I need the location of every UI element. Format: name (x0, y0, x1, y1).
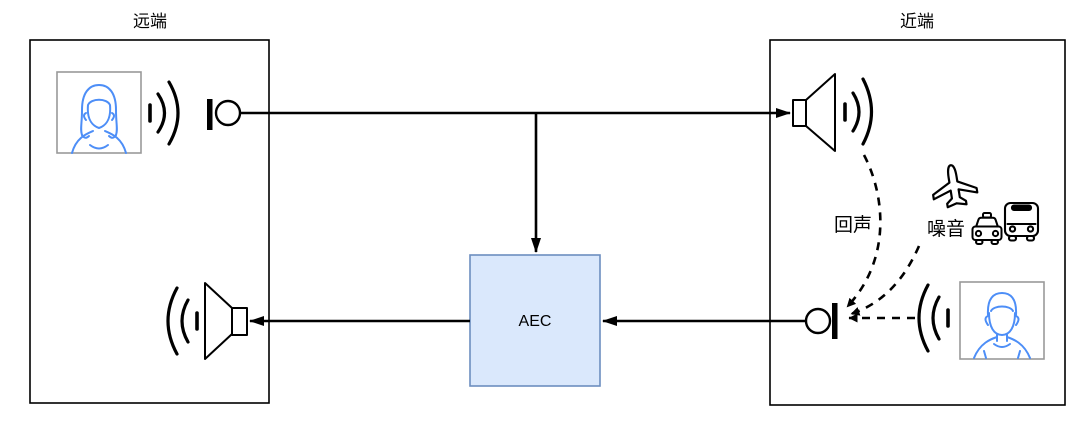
noise-label: 噪音 (927, 218, 965, 240)
far-end-microphone-icon (207, 99, 242, 130)
taxi-icon (971, 212, 1003, 245)
aec-label: AEC (519, 313, 552, 330)
far-end-speaker-icon (204, 282, 248, 360)
near-end-speaker-icon (792, 73, 836, 152)
bus-icon (1003, 201, 1040, 242)
aec-block (469, 254, 601, 387)
airplane-icon (932, 164, 979, 209)
near-person-sound-waves-icon (917, 283, 950, 353)
far-speaker-sound-waves-icon (166, 286, 199, 356)
far-person-sound-waves-icon (148, 80, 180, 146)
echo-dashed-path (846, 154, 882, 308)
echo-label: 回声 (834, 214, 872, 236)
male-avatar-icon (973, 292, 1031, 359)
female-avatar-icon (71, 84, 127, 154)
near-end-microphone-icon (804, 303, 838, 339)
far-end-title: 远端 (133, 12, 167, 31)
near-speaker-sound-waves-icon (843, 77, 873, 146)
noise-dashed-path (850, 245, 921, 316)
near-end-title: 近端 (900, 12, 934, 31)
